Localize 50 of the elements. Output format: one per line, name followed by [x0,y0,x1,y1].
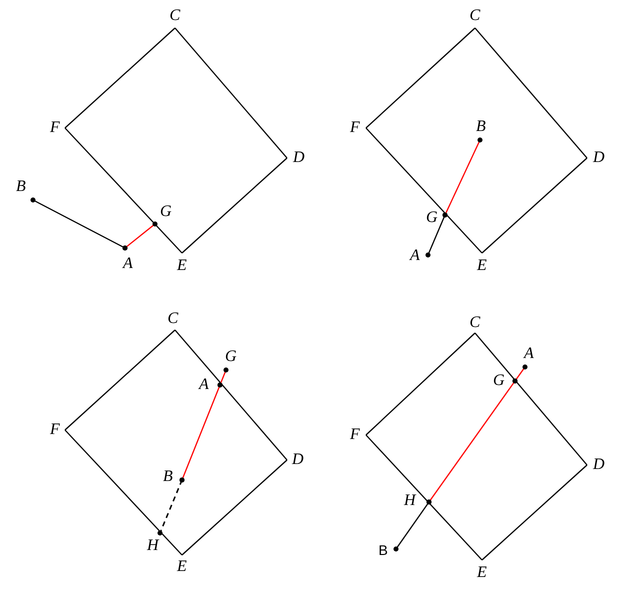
square-side [366,332,476,436]
point-label: G [225,349,237,365]
point-label: A [199,377,209,393]
point-label: E [477,565,487,581]
point-label: C [470,315,480,331]
point-label: A [410,248,420,264]
point-label: G [493,373,505,389]
line-segment [158,478,184,536]
square-side [366,28,476,128]
point-label: D [293,150,305,166]
point-label: D [292,452,304,468]
point-label: A [123,256,133,272]
line-segment [394,500,432,552]
point-label: E [477,258,487,274]
point-label: E [177,559,187,575]
point-label: B [16,179,26,195]
point-label: F [350,120,360,136]
square-side [174,330,288,460]
point-label: B [163,469,173,485]
point-label: C [168,311,178,327]
point-label: B [378,542,388,558]
square-side [366,434,482,560]
point-label: D [593,150,605,166]
square-side [64,28,176,128]
square-side [174,28,288,158]
line-segment [122,222,158,250]
square-side [482,464,588,560]
point-label: H [404,493,416,509]
square-side [474,28,588,158]
point-label: E [177,258,187,274]
point-label: H [147,538,159,554]
line-segment [426,212,448,258]
square-side [366,128,482,254]
point-label: G [426,210,438,226]
point-label: F [350,427,360,443]
square-side [474,332,588,466]
square-side [64,128,182,254]
square-side [182,158,288,254]
point-label: D [593,457,605,473]
point-label: B [476,119,486,135]
square-side [182,460,288,556]
square-side [64,430,182,556]
point-label: C [170,8,180,24]
point-label: G [160,204,172,220]
square-side [64,330,176,430]
point-label: C [470,8,480,24]
point-label: F [50,422,60,438]
square-side [482,158,588,254]
point-label: F [50,120,60,136]
point-label: A [524,346,534,362]
